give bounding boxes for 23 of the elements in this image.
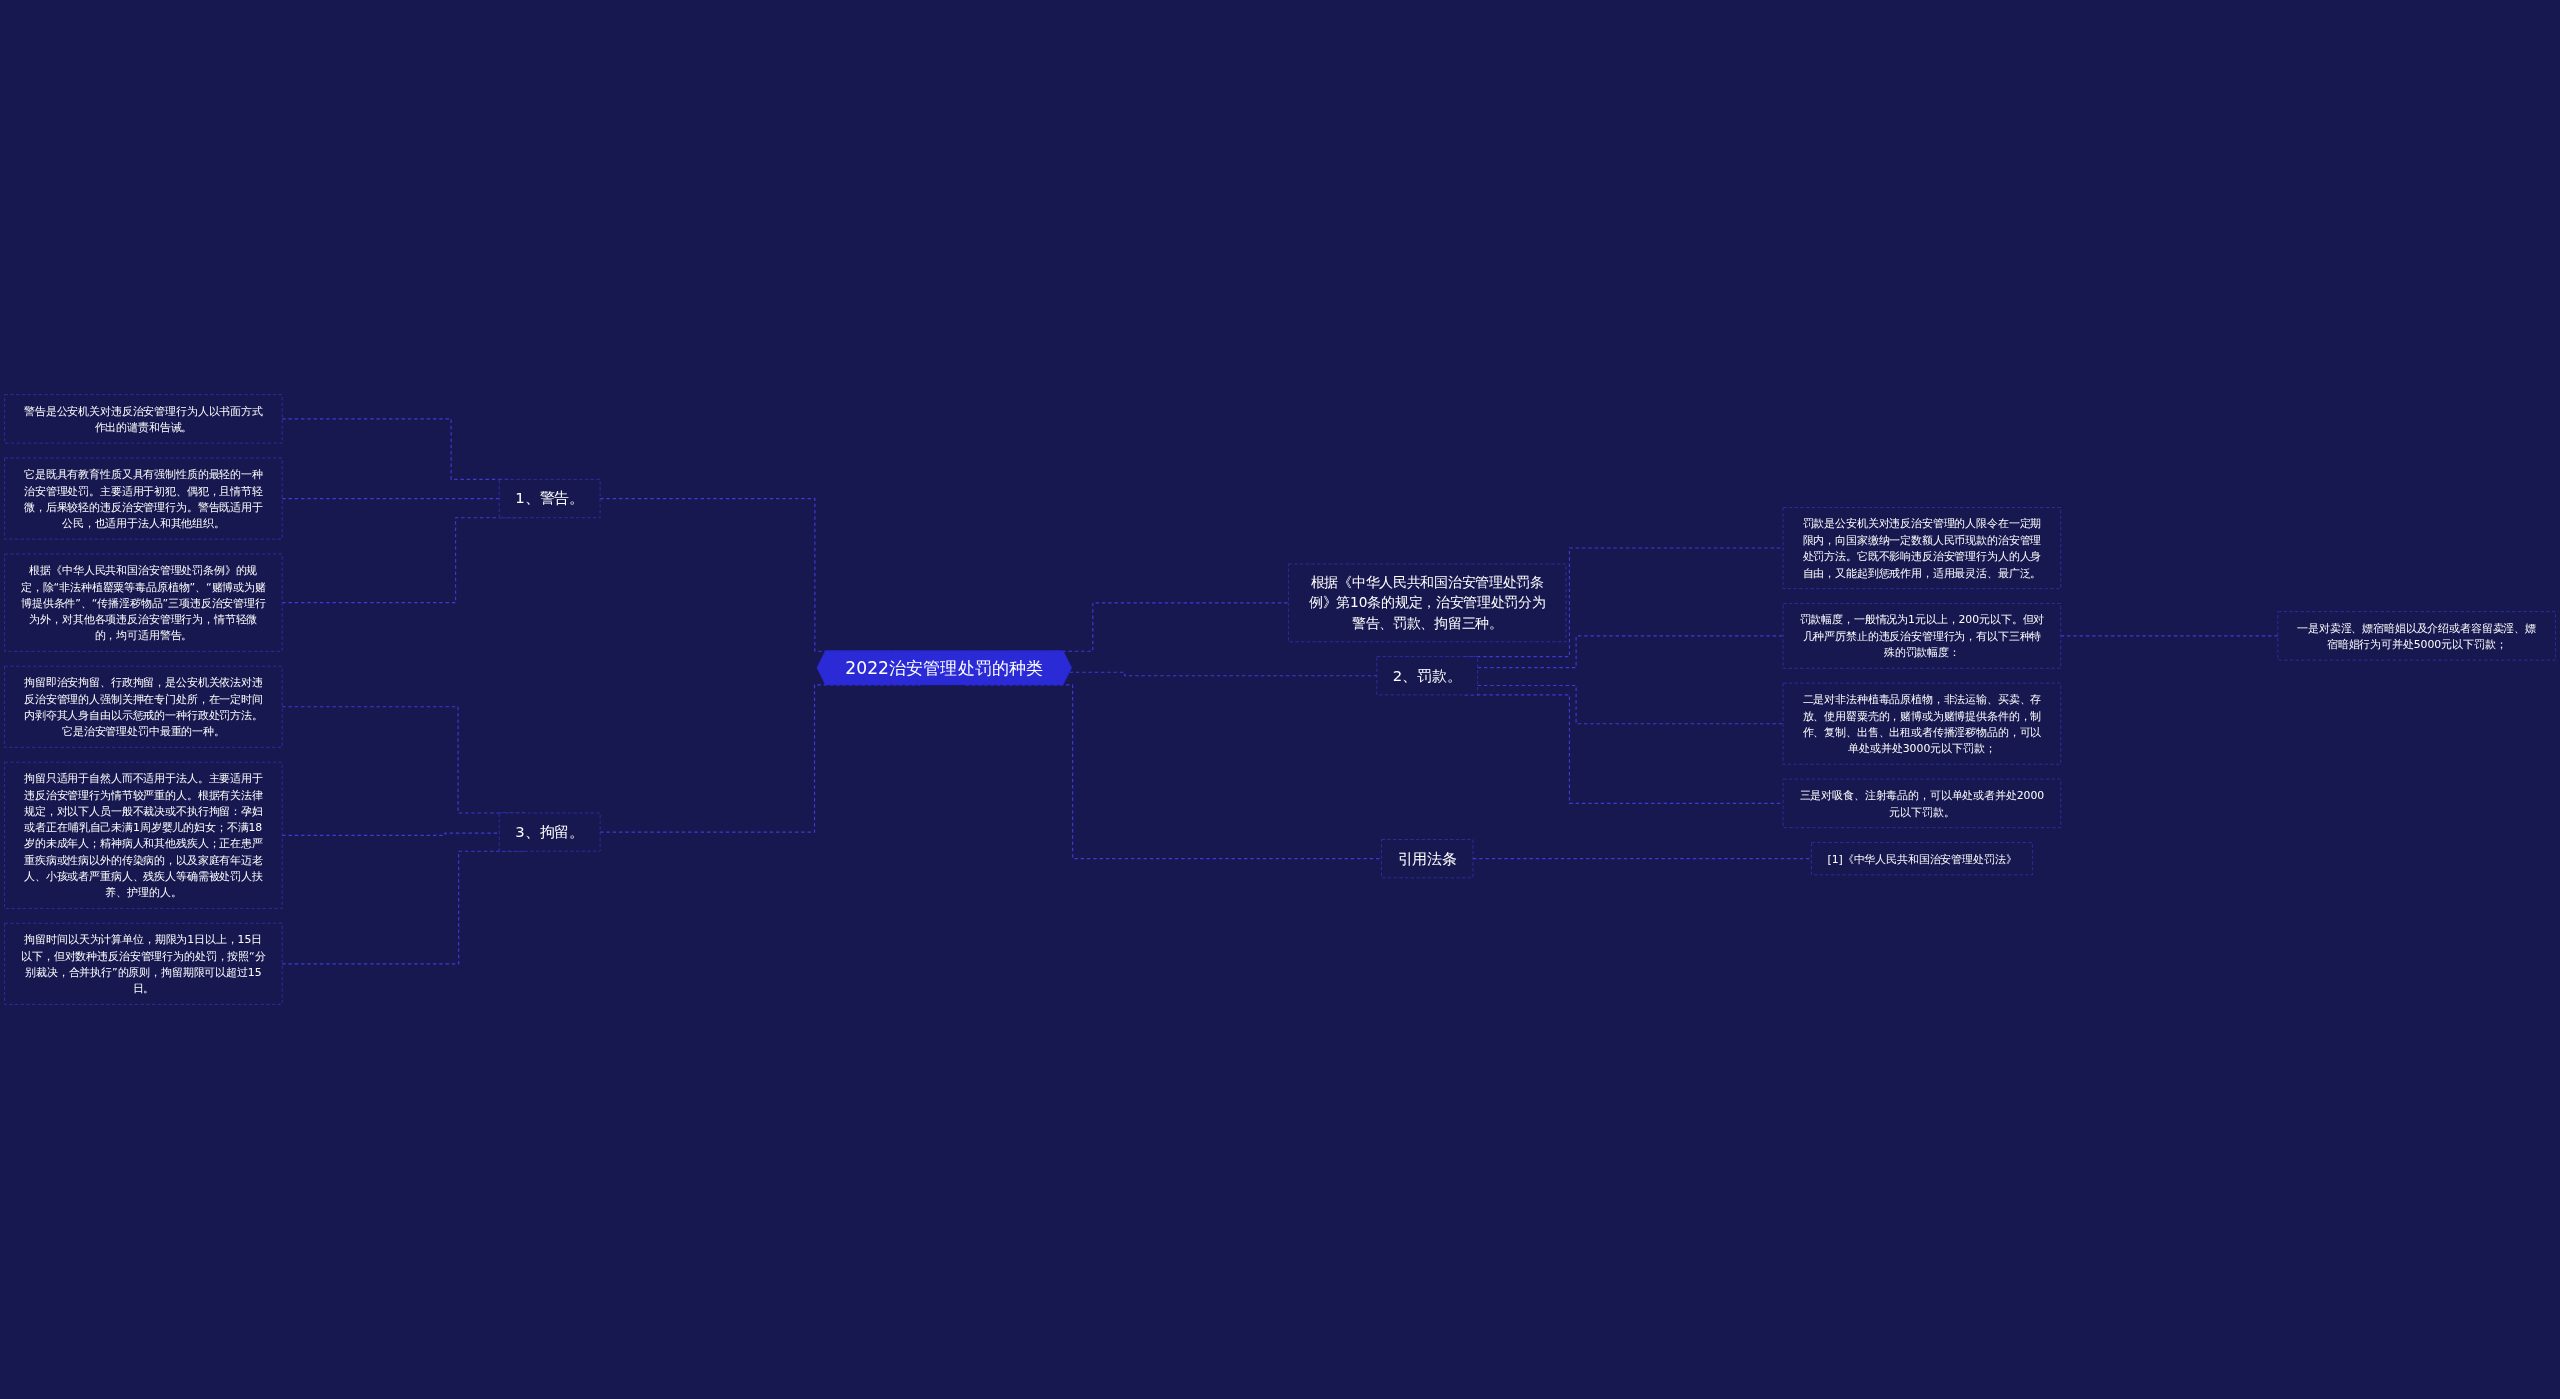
node-box [1811, 842, 2033, 876]
connector [2060, 635, 2279, 637]
connector [1477, 635, 1784, 669]
connector [1472, 858, 1812, 860]
node-box [1381, 839, 1474, 879]
node-box [1782, 778, 2061, 828]
node-box [4, 394, 283, 444]
node-box [499, 812, 601, 852]
node-box [4, 553, 283, 652]
connector [1068, 671, 1378, 677]
node-box [1782, 682, 2061, 765]
connector [1477, 684, 1784, 725]
node-box [1288, 563, 1567, 642]
node-box [4, 665, 283, 748]
node-box [4, 761, 283, 909]
connector [281, 498, 500, 500]
node-box [1376, 656, 1478, 696]
node-box [4, 457, 283, 540]
node-box [4, 923, 283, 1005]
node-box [2277, 611, 2556, 661]
node-box [1782, 507, 2061, 589]
node-box [1782, 603, 2061, 669]
node-box [499, 479, 601, 518]
